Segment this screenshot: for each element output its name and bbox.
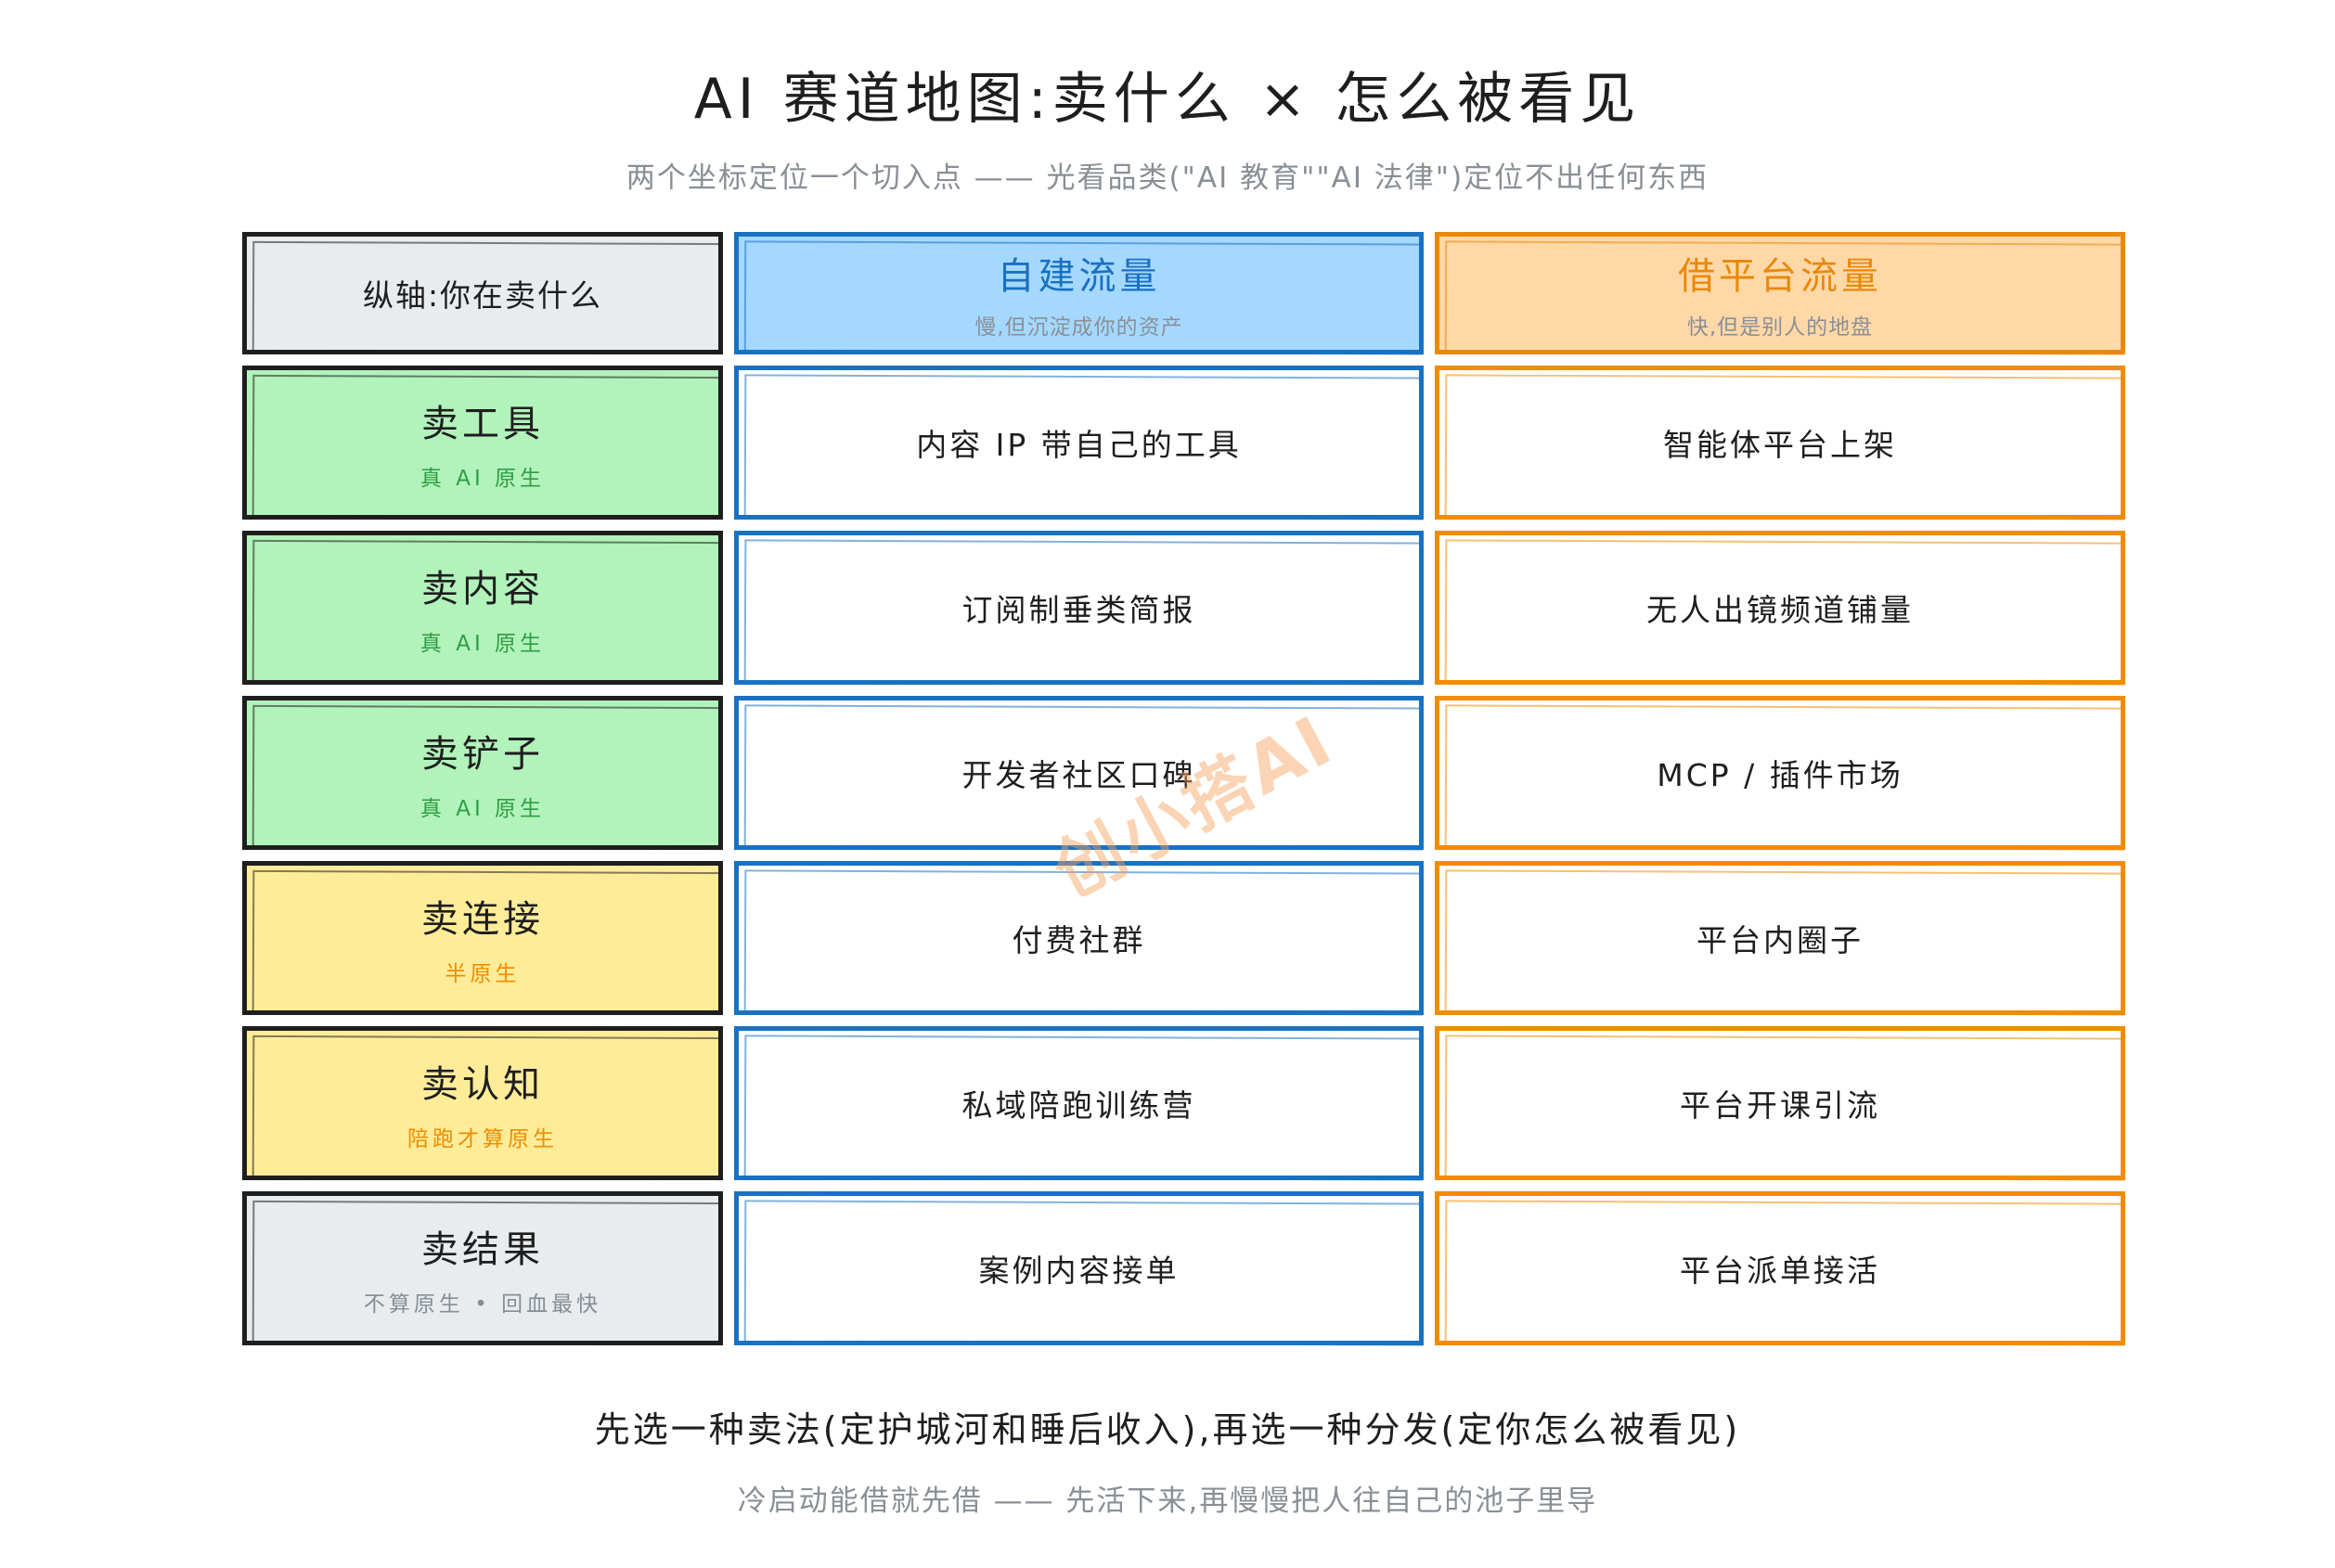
platform-traffic-cell: 平台内圈子 (1435, 861, 2125, 1015)
corner-label: 纵轴:你在卖什么 (362, 277, 603, 314)
row-tag: 真 AI 原生 (419, 467, 546, 491)
row-tag: 不算原生 • 回血最快 (363, 1292, 602, 1317)
platform-traffic-cell: 智能体平台上架 (1435, 366, 2125, 520)
cell-text: MCP / 插件市场 (1657, 757, 1903, 793)
platform-traffic-cell: 平台派单接活 (1435, 1191, 2125, 1345)
cell-text: 案例内容接单 (978, 1253, 1180, 1289)
row-tag: 半原生 (445, 962, 521, 986)
column-header-platform-traffic: 借平台流量 快,但是别人的地盘 (1435, 232, 2125, 354)
cell-text: 无人出镜频道铺量 (1646, 592, 1914, 628)
column-title: 借平台流量 (1678, 255, 1882, 298)
cell-text: 平台派单接活 (1680, 1253, 1880, 1289)
row-label: 卖铲子 (421, 733, 544, 776)
platform-traffic-cell: 无人出镜频道铺量 (1435, 531, 2125, 685)
row-header-connection: 卖连接 半原生 (242, 861, 723, 1015)
row-label: 卖工具 (421, 403, 544, 445)
row-tag: 真 AI 原生 (419, 797, 546, 821)
row-label: 卖内容 (421, 568, 544, 610)
row-label: 卖认知 (421, 1063, 544, 1106)
self-traffic-cell: 付费社群 (734, 861, 1424, 1015)
self-traffic-cell: 案例内容接单 (734, 1191, 1424, 1345)
self-traffic-cell: 内容 IP 带自己的工具 (734, 366, 1424, 520)
cell-text: 订阅制垂类简报 (961, 592, 1196, 628)
platform-traffic-cell: MCP / 插件市场 (1435, 696, 2125, 850)
self-traffic-cell: 开发者社区口碑 (734, 696, 1424, 850)
page-title: AI 赛道地图:卖什么 × 怎么被看见 (693, 67, 1642, 132)
page-subtitle: 两个坐标定位一个切入点 —— 光看品类("AI 教育""AI 法律")定位不出任… (626, 161, 1709, 195)
row-header-results: 卖结果 不算原生 • 回血最快 (242, 1191, 723, 1345)
footer-conclusion: 先选一种卖法(定护城河和睡后收入),再选一种分发(定你怎么被看见) (594, 1409, 1741, 1450)
column-title: 自建流量 (997, 255, 1161, 298)
cell-text: 私域陪跑训练营 (961, 1087, 1196, 1124)
column-header-self-traffic: 自建流量 慢,但沉淀成你的资产 (734, 232, 1424, 354)
row-header-cognition: 卖认知 陪跑才算原生 (242, 1026, 723, 1180)
cell-text: 开发者社区口碑 (961, 757, 1196, 793)
column-subtitle: 慢,但沉淀成你的资产 (974, 315, 1183, 340)
row-tag: 真 AI 原生 (419, 632, 546, 656)
row-tag: 陪跑才算原生 (407, 1127, 558, 1151)
platform-traffic-cell: 平台开课引流 (1435, 1026, 2125, 1180)
corner-header: 纵轴:你在卖什么 (242, 232, 723, 354)
row-label: 卖结果 (421, 1228, 544, 1271)
self-traffic-cell: 私域陪跑训练营 (734, 1026, 1424, 1180)
cell-text: 智能体平台上架 (1663, 427, 1897, 463)
cell-text: 平台内圈子 (1696, 922, 1864, 958)
row-label: 卖连接 (421, 898, 544, 941)
self-traffic-cell: 订阅制垂类简报 (734, 531, 1424, 685)
cell-text: 内容 IP 带自己的工具 (916, 427, 1242, 463)
row-header-tools: 卖工具 真 AI 原生 (242, 366, 723, 520)
row-header-content: 卖内容 真 AI 原生 (242, 531, 723, 685)
cell-text: 平台开课引流 (1680, 1087, 1880, 1124)
column-subtitle: 快,但是别人的地盘 (1686, 315, 1874, 340)
cell-text: 付费社群 (1012, 922, 1146, 958)
footer-note: 冷启动能借就先借 —— 先活下来,再慢慢把人往自己的池子里导 (737, 1484, 1598, 1518)
row-header-shovels: 卖铲子 真 AI 原生 (242, 696, 723, 850)
